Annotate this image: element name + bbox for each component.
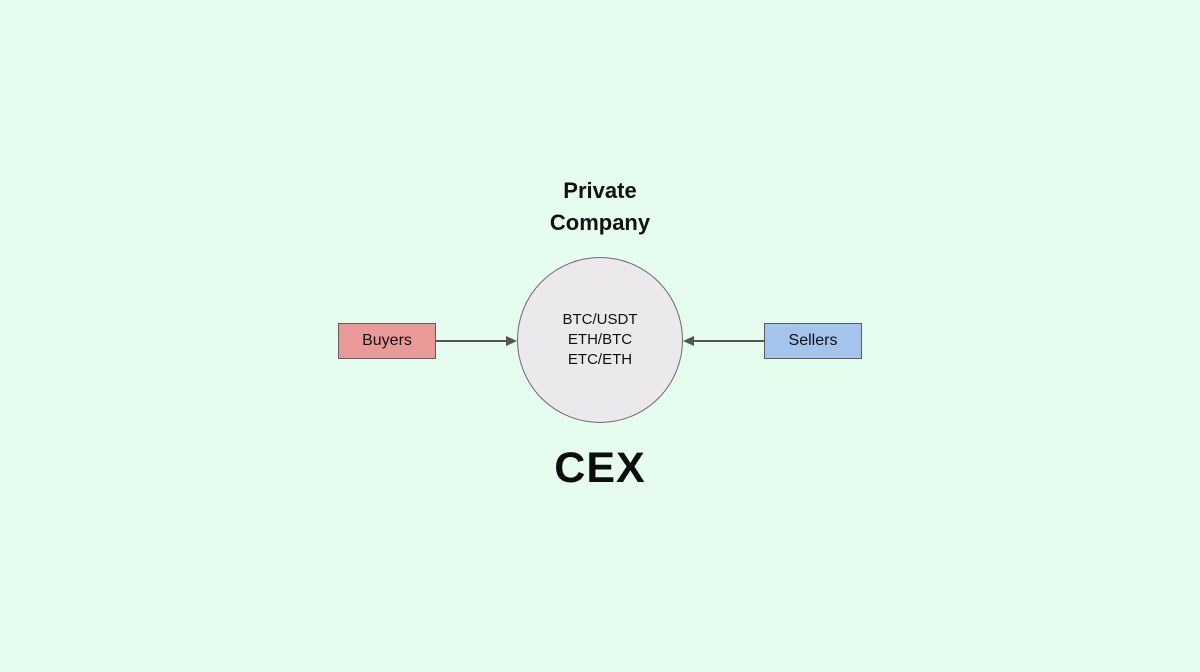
trading-pair: ETC/ETH bbox=[567, 351, 633, 368]
trading-pair: BTC/USDT bbox=[562, 311, 638, 328]
exchange-circle-node: BTC/USDT ETH/BTC ETC/ETH bbox=[517, 257, 683, 423]
sellers-arrow-line bbox=[694, 340, 765, 342]
title-line-1: Private bbox=[563, 178, 637, 203]
sellers-label: Sellers bbox=[788, 332, 838, 349]
buyers-node: Buyers bbox=[338, 323, 436, 359]
buyers-arrowhead-icon bbox=[506, 336, 517, 346]
sellers-node: Sellers bbox=[764, 323, 862, 359]
sellers-arrowhead-icon bbox=[683, 336, 694, 346]
buyers-label: Buyers bbox=[362, 332, 412, 349]
title-line-2: Company bbox=[549, 210, 651, 235]
buyers-arrow-line bbox=[436, 340, 508, 342]
private-company-title: Private Company bbox=[450, 175, 750, 239]
trading-pairs-list: BTC/USDT ETH/BTC ETC/ETH bbox=[563, 310, 638, 370]
trading-pair: ETH/BTC bbox=[567, 331, 633, 348]
cex-caption: CEX bbox=[554, 444, 646, 492]
